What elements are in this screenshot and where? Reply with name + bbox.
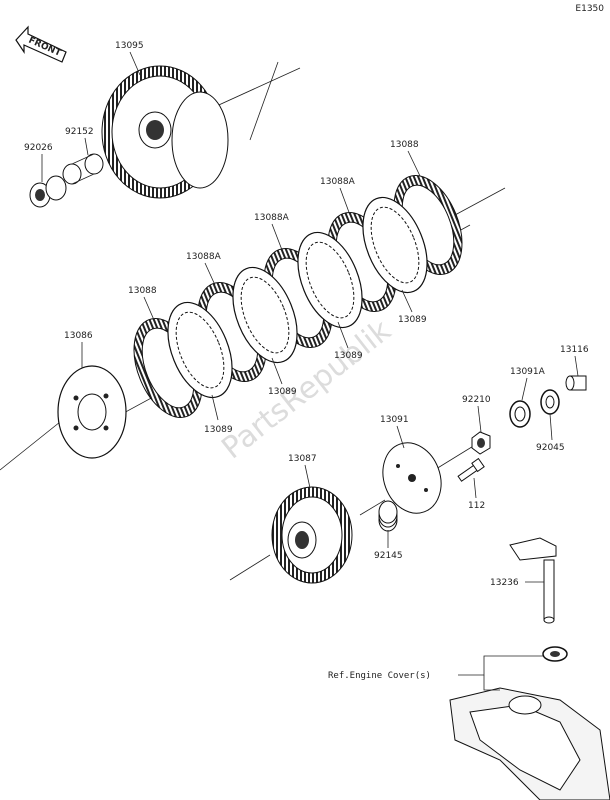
part-label-13089-1: 13089 bbox=[398, 315, 427, 325]
part-label-13089-3: 13089 bbox=[268, 387, 297, 397]
part-label-13086: 13086 bbox=[64, 331, 93, 341]
diagram-code: E1350 bbox=[575, 4, 604, 14]
part-label-13088a-3: 13088A bbox=[186, 252, 222, 262]
clutch-housing[interactable] bbox=[101, 65, 229, 199]
steel-plate-13089-2[interactable] bbox=[285, 223, 374, 337]
steel-plate-13089-4[interactable] bbox=[155, 293, 244, 407]
clutch-hub[interactable] bbox=[271, 486, 353, 584]
part-label-13091: 13091 bbox=[380, 415, 409, 425]
sleeve[interactable] bbox=[62, 153, 104, 185]
front-arrow-icon: FRONT bbox=[15, 25, 67, 63]
engine-cover-fragment bbox=[449, 687, 610, 800]
ref-engine-cover-label: Ref.Engine Cover(s) bbox=[328, 671, 431, 681]
spring[interactable] bbox=[378, 500, 398, 532]
part-label-13088a-2: 13088A bbox=[254, 213, 290, 223]
part-label-13087: 13087 bbox=[288, 454, 317, 464]
leader-lines bbox=[41, 51, 579, 691]
part-label-13088-top: 13088 bbox=[390, 140, 419, 150]
collar[interactable] bbox=[29, 175, 67, 208]
part-label-13091a: 13091A bbox=[510, 367, 546, 377]
steel-plate-13089-3[interactable] bbox=[220, 258, 309, 372]
oil-seal[interactable] bbox=[542, 646, 568, 662]
part-label-13089-2: 13089 bbox=[334, 351, 363, 361]
part-label-13088a-1: 13088A bbox=[320, 177, 356, 187]
part-label-92045: 92045 bbox=[536, 443, 565, 453]
nut[interactable] bbox=[471, 431, 491, 455]
bearing-92045[interactable] bbox=[540, 389, 560, 415]
pressure-plate[interactable] bbox=[57, 365, 127, 459]
part-label-13095: 13095 bbox=[115, 41, 144, 51]
part-label-13236: 13236 bbox=[490, 578, 519, 588]
bearing-13091a[interactable] bbox=[509, 400, 531, 428]
part-label-92145: 92145 bbox=[374, 551, 403, 561]
part-label-112: 112 bbox=[468, 501, 485, 511]
release-shaft[interactable] bbox=[509, 537, 557, 624]
part-label-13089-4: 13089 bbox=[204, 425, 233, 435]
bolt[interactable] bbox=[457, 457, 485, 482]
part-label-13116: 13116 bbox=[560, 345, 589, 355]
steel-plate-13089-1[interactable] bbox=[350, 188, 439, 302]
push-rod-end[interactable] bbox=[565, 375, 587, 391]
part-label-92152: 92152 bbox=[65, 127, 94, 137]
part-labels: 13095 92152 92026 13088 13088A 13088A 13… bbox=[24, 41, 589, 681]
part-label-92210: 92210 bbox=[462, 395, 491, 405]
part-label-92026: 92026 bbox=[24, 143, 53, 153]
part-label-13088-left: 13088 bbox=[128, 286, 157, 296]
lifter-plate[interactable] bbox=[373, 435, 450, 522]
